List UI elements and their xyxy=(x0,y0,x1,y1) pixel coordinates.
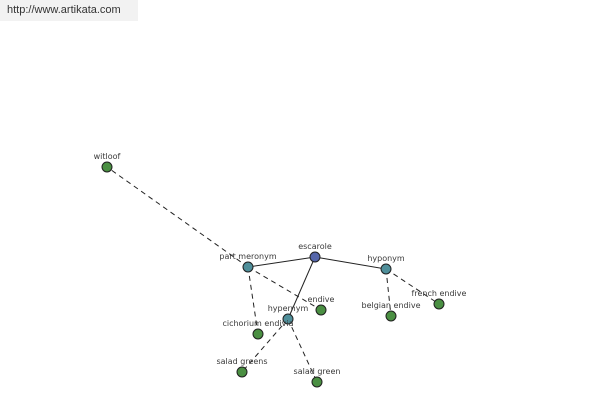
node-french-endive[interactable]: french endive xyxy=(412,289,467,310)
node-hypernym[interactable]: hypernym xyxy=(268,304,309,325)
node-part-meronym[interactable]: part meronym xyxy=(219,252,277,273)
node-circle-part-meronym[interactable] xyxy=(242,261,254,273)
node-label-salad-greens: salad greens xyxy=(216,357,267,366)
node-hyponym[interactable]: hyponym xyxy=(367,254,405,275)
node-circle-escarole[interactable] xyxy=(309,251,321,263)
source-url-link[interactable]: http://www.artikata.com xyxy=(0,0,138,21)
node-salad-green[interactable]: salad green xyxy=(294,367,341,388)
node-label-escarole: escarole xyxy=(298,242,332,251)
node-circle-salad-green[interactable] xyxy=(311,376,323,388)
node-circle-witloof[interactable] xyxy=(101,161,113,173)
node-salad-greens[interactable]: salad greens xyxy=(216,357,268,378)
edge-escarole-to-hyponym xyxy=(314,256,387,270)
node-label-cichorium-endivia: cichorium endivia xyxy=(222,319,293,328)
node-circle-belgian-endive[interactable] xyxy=(385,310,397,322)
graph-nodes: escarole part meronym hyponym hypernym witlo… xyxy=(94,152,467,388)
node-label-belgian-endive: belgian endive xyxy=(362,301,421,310)
node-witloof[interactable]: witloof xyxy=(94,152,121,173)
node-label-witloof: witloof xyxy=(94,152,121,161)
node-label-hyponym: hyponym xyxy=(367,254,405,263)
node-endive[interactable]: endive xyxy=(308,295,335,316)
node-circle-hyponym[interactable] xyxy=(380,263,392,275)
node-circle-french-endive[interactable] xyxy=(433,298,445,310)
node-circle-endive[interactable] xyxy=(315,304,327,316)
node-escarole[interactable]: escarole xyxy=(298,242,332,263)
node-label-hypernym: hypernym xyxy=(268,304,309,313)
node-label-part-meronym: part meronym xyxy=(219,252,276,261)
node-belgian-endive[interactable]: belgian endive xyxy=(362,301,421,322)
edge-hypernym-to-salad-greens xyxy=(241,318,289,373)
node-circle-salad-greens[interactable] xyxy=(236,366,248,378)
node-circle-hypernym[interactable] xyxy=(282,313,294,325)
edge-escarole-to-hypernym xyxy=(287,256,316,320)
edge-hyponym-to-belgian-endive xyxy=(385,268,392,317)
edge-part-meronym-to-witloof xyxy=(106,166,249,268)
edge-part-meronym-to-cichorium-endivia xyxy=(247,266,259,335)
node-label-endive: endive xyxy=(308,295,335,304)
node-label-french-endive: french endive xyxy=(412,289,467,298)
node-label-salad-green: salad green xyxy=(294,367,341,376)
edge-hypernym-to-salad-green xyxy=(287,318,318,383)
edge-escarole-to-part-meronym xyxy=(247,256,316,268)
edge-hyponym-to-french-endive xyxy=(385,268,440,305)
node-circle-cichorium-endivia[interactable] xyxy=(252,328,264,340)
node-cichorium-endivia[interactable]: cichorium endivia xyxy=(222,319,294,340)
graph-edges xyxy=(106,166,440,383)
